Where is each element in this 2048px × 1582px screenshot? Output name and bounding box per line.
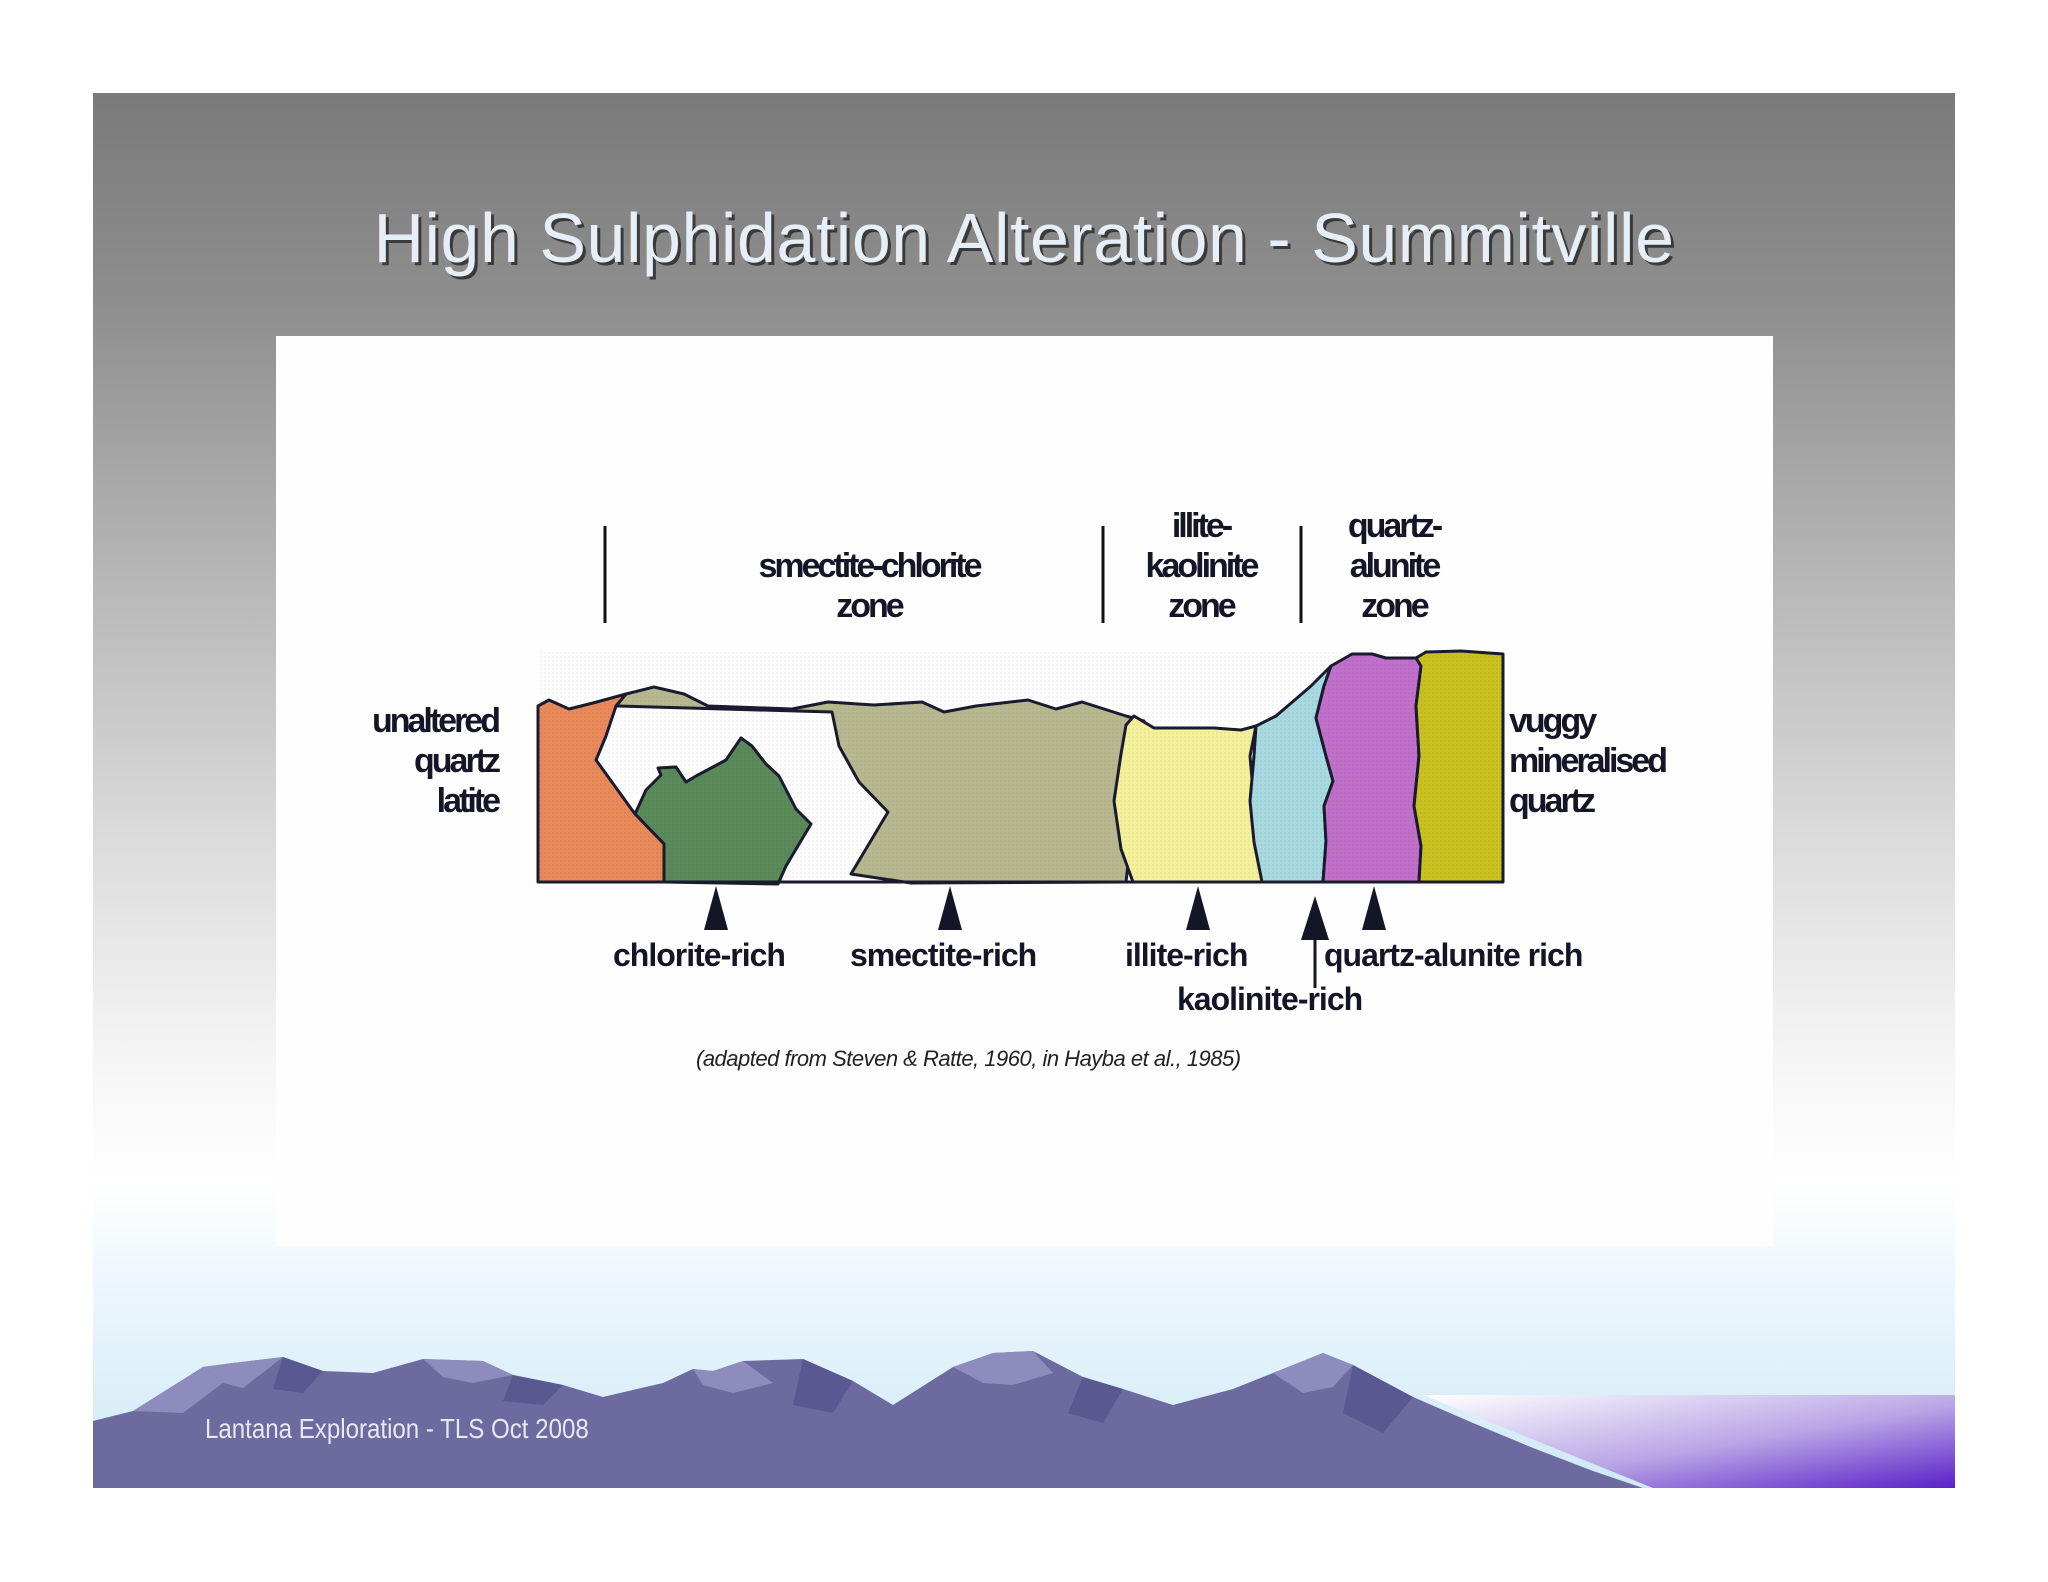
- label-smectite-rich: smectite-rich: [850, 937, 1036, 973]
- arrow-smectite-rich: [938, 886, 962, 930]
- zone-label-illite-kaolinite-2: kaolinite: [1146, 547, 1259, 585]
- alteration-cross-section: smectite-chlorite zone illite- kaolinite…: [372, 507, 1669, 1071]
- mountain-highlights: [133, 1351, 1353, 1413]
- zone-label-illite-kaolinite-1: illite-: [1172, 507, 1232, 545]
- zone-label-smectite-chlorite-2: zone: [836, 587, 904, 625]
- slide-title: High Sulphidation Alteration - Summitvil…: [373, 199, 1675, 277]
- illite-zone: [1112, 714, 1264, 884]
- citation: (adapted from Steven & Ratte, 1960, in H…: [696, 1046, 1241, 1071]
- zone-label-illite-kaolinite-3: zone: [1168, 587, 1236, 625]
- left-label-3: latite: [437, 782, 500, 820]
- left-label-2: quartz: [414, 742, 500, 780]
- cross-section-body: [536, 649, 1505, 886]
- arrow-chlorite-rich: [704, 886, 728, 930]
- diagram-panel: smectite-chlorite zone illite- kaolinite…: [276, 336, 1773, 1246]
- arrow-kaolinite-rich: [1301, 896, 1329, 940]
- purple-sea: [1423, 1395, 1955, 1488]
- footer-credit: Lantana Exploration - TLS Oct 2008: [205, 1413, 589, 1444]
- label-illite-rich: illite-rich: [1125, 937, 1247, 973]
- label-quartz-alunite-rich: quartz-alunite rich: [1324, 937, 1582, 973]
- zone-label-quartz-alunite-2: alunite: [1350, 547, 1441, 585]
- unaltered-zone: [536, 692, 666, 884]
- mountain-shadows: [273, 1357, 1413, 1433]
- mountain-landscape: [93, 1351, 1955, 1488]
- right-label-3: quartz: [1509, 782, 1595, 820]
- right-label-1: vuggy: [1509, 702, 1597, 740]
- arrow-quartz-alunite-rich: [1362, 886, 1386, 930]
- label-kaolinite-rich: kaolinite-rich: [1177, 981, 1362, 1017]
- right-label-2: mineralised: [1509, 742, 1666, 780]
- label-chlorite-rich: chlorite-rich: [613, 937, 785, 973]
- mountain-range: [93, 1351, 1643, 1488]
- zone-label-quartz-alunite-1: quartz-: [1348, 507, 1442, 545]
- zone-label-quartz-alunite-3: zone: [1361, 587, 1429, 625]
- vuggy-quartz-zone: [1412, 649, 1505, 884]
- indicator-arrows: [704, 886, 1386, 988]
- zone-label-smectite-chlorite-1: smectite-chlorite: [758, 547, 981, 585]
- slide: High Sulphidation Alteration - Summitvil…: [93, 93, 1955, 1488]
- arrow-illite-rich: [1186, 886, 1210, 930]
- quartz-alunite-zone: [1314, 652, 1423, 884]
- left-label-1: unaltered: [372, 702, 499, 740]
